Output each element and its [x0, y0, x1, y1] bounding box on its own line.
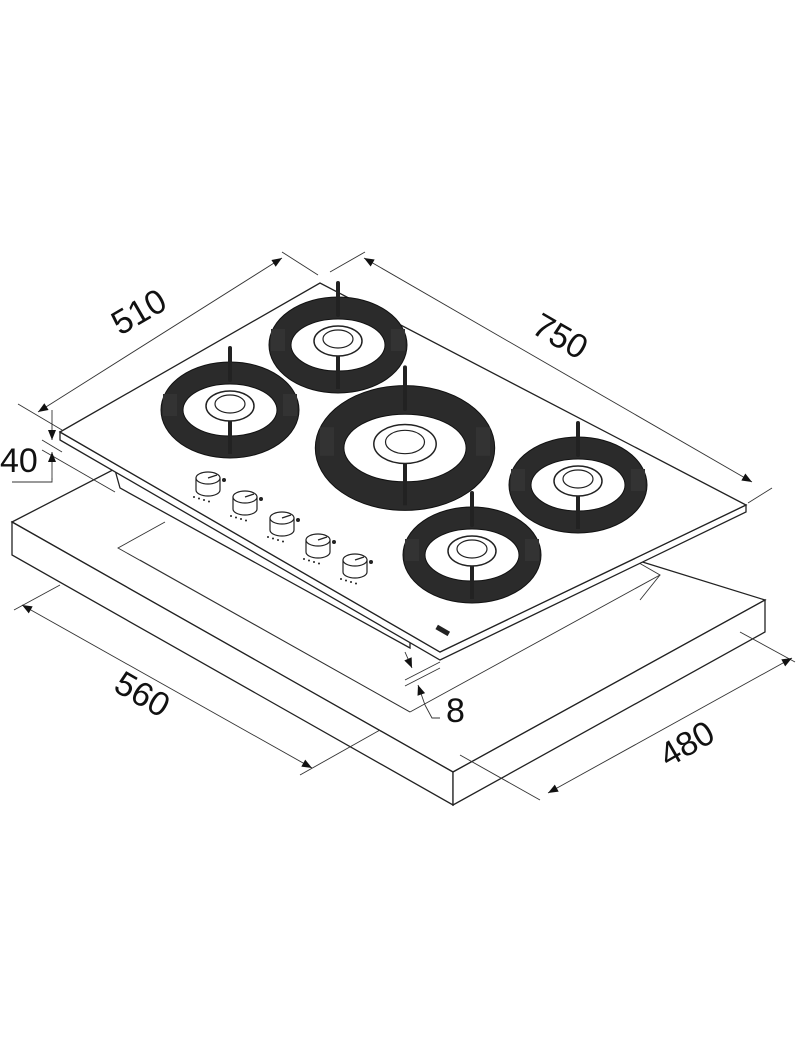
- pan-support-foot: [391, 329, 405, 351]
- knob-indicator: [317, 536, 328, 541]
- knob-scale-dot: [355, 582, 357, 585]
- knob-scale-dot: [340, 578, 342, 580]
- knob-marker-dot: [259, 497, 263, 501]
- knob-scale-dot: [318, 562, 320, 565]
- knob-marker-dot: [296, 518, 300, 522]
- dim-line-510: [37, 257, 283, 413]
- knob-scale-dot: [277, 539, 279, 541]
- control-knob-3[interactable]: [267, 511, 300, 543]
- brand-logo: [435, 624, 451, 637]
- pan-support-foot: [271, 329, 285, 351]
- knob-marker-dot: [369, 560, 373, 564]
- knob-scale-dot: [282, 540, 284, 543]
- burner-5: [402, 491, 542, 604]
- dim-cutout-width: 560: [108, 664, 176, 725]
- burner-cap-top: [384, 429, 426, 455]
- knob-scale-dot: [193, 496, 195, 498]
- pan-support-foot: [631, 469, 645, 491]
- knob-scale-dot: [208, 500, 210, 503]
- knob-scale-dot: [345, 579, 347, 582]
- knob-indicator: [244, 493, 255, 498]
- control-knobs: [193, 471, 373, 585]
- pan-support-foot: [283, 394, 297, 416]
- dim-line-560: [21, 604, 313, 769]
- knob-scale-dot: [350, 581, 352, 583]
- knob-indicator: [281, 514, 292, 519]
- pan-support-foot: [511, 469, 525, 491]
- knob-scale-dot: [235, 516, 237, 519]
- dim-glass-overhang: 8: [446, 692, 465, 730]
- burner-cap-top: [562, 469, 594, 489]
- pan-support-foot: [163, 394, 177, 416]
- dimension-lines: [12, 251, 796, 801]
- knob-marker-dot: [222, 478, 226, 482]
- knob-scale-dot: [240, 518, 242, 520]
- dim-hob-width: 750: [526, 306, 594, 367]
- pan-support-foot: [476, 427, 490, 456]
- knob-scale-dot: [313, 561, 315, 563]
- knob-scale-dot: [230, 515, 232, 517]
- knob-scale-dot: [198, 497, 200, 500]
- burner-2: [268, 281, 408, 394]
- knob-scale-dot: [308, 559, 310, 562]
- control-knob-5[interactable]: [340, 553, 373, 585]
- knob-scale-dot: [272, 537, 274, 540]
- knob-indicator: [354, 556, 365, 561]
- dim-line-750: [363, 257, 753, 483]
- knob-scale-dot: [203, 499, 205, 501]
- dim-hob-height: 40: [0, 442, 38, 480]
- control-knob-1[interactable]: [193, 471, 226, 503]
- knob-marker-dot: [332, 540, 336, 544]
- knob-scale-dot: [267, 536, 269, 538]
- burner-cap-top: [214, 394, 246, 414]
- burner-cap-top: [322, 329, 354, 349]
- knob-scale-dot: [245, 519, 247, 522]
- control-knob-4[interactable]: [303, 533, 336, 565]
- knob-scale-dot: [303, 558, 305, 560]
- pan-support-foot: [320, 427, 334, 456]
- knob-indicator: [207, 474, 218, 479]
- dim-line-480: [547, 657, 793, 794]
- dim-cutout-depth: 480: [653, 714, 721, 775]
- control-knob-2[interactable]: [230, 490, 263, 522]
- burner-cap-top: [456, 539, 488, 559]
- pan-support-foot: [405, 539, 419, 561]
- pan-support-foot: [525, 539, 539, 561]
- dim-hob-depth: 510: [105, 282, 173, 343]
